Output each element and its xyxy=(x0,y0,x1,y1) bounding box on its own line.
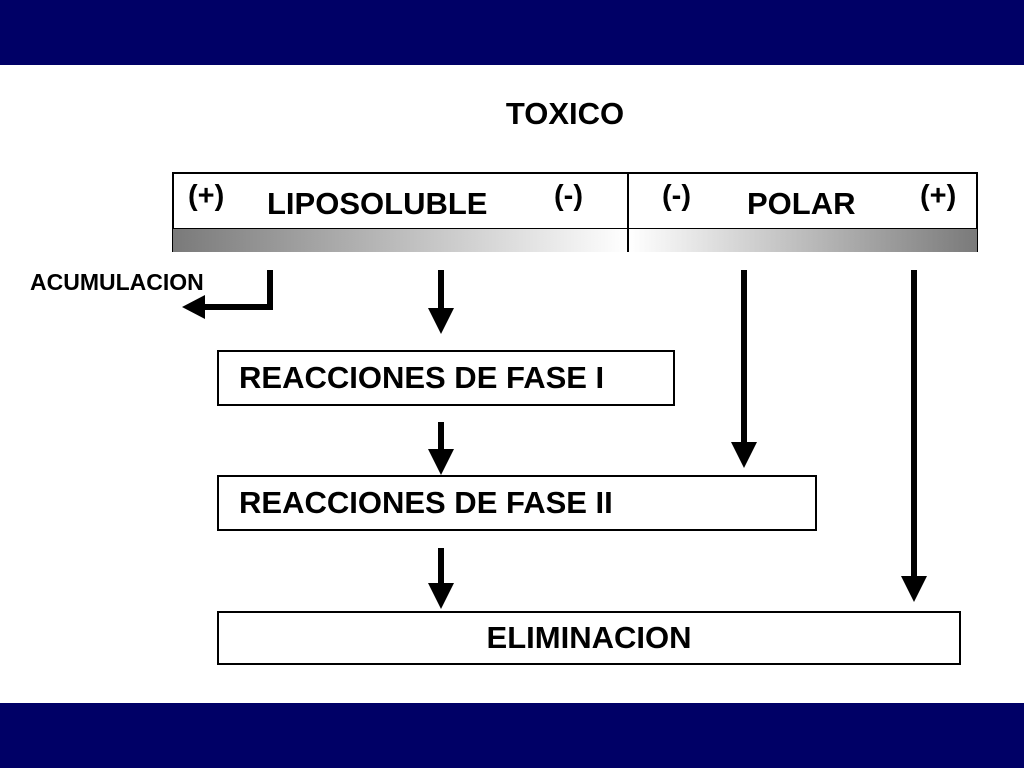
spectrum-divider xyxy=(627,172,629,252)
arrow-polar-to-elimination-head xyxy=(901,576,927,602)
liposoluble-gradient xyxy=(173,228,627,252)
polar-sign-right: (+) xyxy=(920,180,957,212)
accumulation-arrow xyxy=(200,270,273,310)
liposoluble-sign-right: (-) xyxy=(554,180,583,212)
polar-gradient xyxy=(629,228,977,252)
phase-one-box: REACCIONES DE FASE I xyxy=(217,350,675,406)
phase-two-label: REACCIONES DE FASE II xyxy=(239,485,613,520)
phase-one-label: REACCIONES DE FASE I xyxy=(239,360,605,395)
polar-sign-left: (-) xyxy=(662,180,691,212)
arrow-polar-to-phase-two-head xyxy=(731,442,757,468)
arrow-to-phase-one-head xyxy=(428,308,454,334)
phase-two-box: REACCIONES DE FASE II xyxy=(217,475,817,531)
accumulation-label: ACUMULACION xyxy=(30,269,204,295)
liposoluble-label: LIPOSOLUBLE xyxy=(267,186,488,221)
accumulation-arrowhead xyxy=(182,295,205,319)
liposoluble-sign-left: (+) xyxy=(188,180,225,212)
elimination-label: ELIMINACION xyxy=(486,620,692,655)
bottom-band xyxy=(0,703,1024,768)
top-band xyxy=(0,0,1024,65)
diagram-title: TOXICO xyxy=(505,96,625,131)
polar-label: POLAR xyxy=(747,186,856,221)
elimination-box: ELIMINACION xyxy=(217,611,961,665)
arrow-phase-two-to-elimination-head xyxy=(428,583,454,609)
arrow-phase-one-to-two-head xyxy=(428,449,454,475)
